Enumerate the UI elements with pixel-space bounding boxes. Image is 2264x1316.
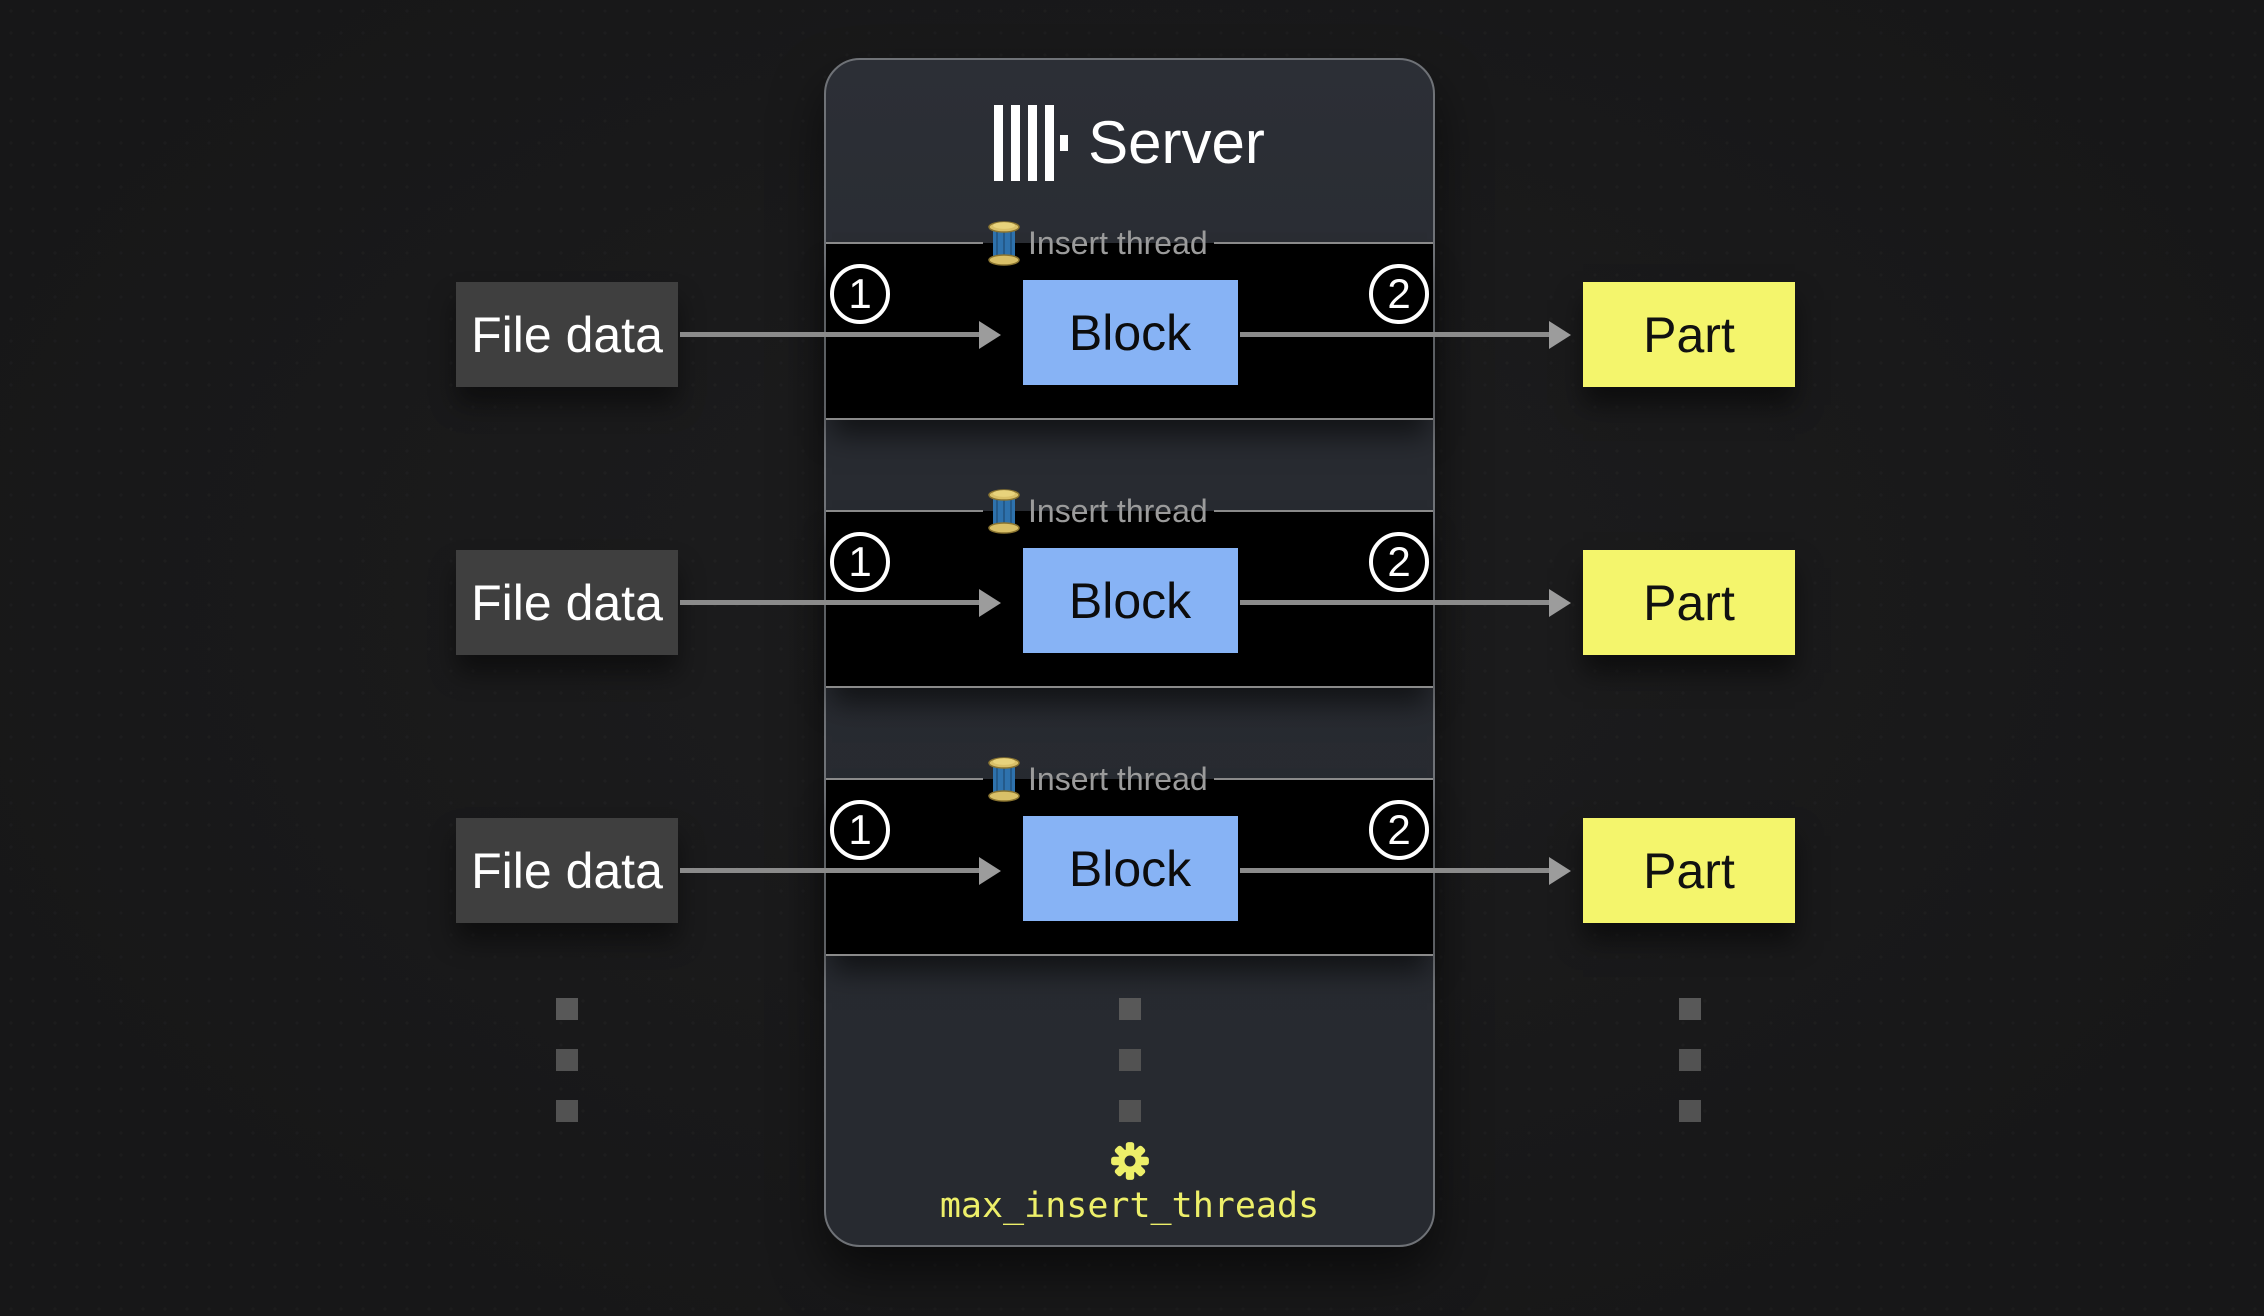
server-header: Server: [826, 104, 1433, 182]
file-data-box: File data: [456, 818, 678, 923]
block-box: Block: [1022, 280, 1238, 385]
insert-thread-legend: Insert thread: [826, 487, 1433, 535]
vertical-ellipsis: [556, 998, 578, 1122]
arrow-block-to-part: [1240, 868, 1550, 873]
vertical-ellipsis: [1118, 998, 1141, 1122]
file-data-box: File data: [456, 282, 678, 387]
arrow-file-to-block: [680, 332, 980, 337]
thread-spool-icon: [987, 220, 1021, 266]
step-2-badge: 2: [1369, 264, 1429, 324]
insert-thread-legend: Insert thread: [826, 755, 1433, 803]
insert-thread-legend: Insert thread: [826, 219, 1433, 267]
arrow-block-to-part: [1240, 332, 1550, 337]
arrow-block-to-part: [1240, 600, 1550, 605]
insert-thread-label: Insert thread: [1028, 224, 1208, 261]
thread-spool-icon: [987, 756, 1021, 802]
step-2-badge: 2: [1369, 800, 1429, 860]
insert-thread-section: Insert thread 1 Block 2: [826, 489, 1433, 688]
server-container: Server: [824, 58, 1435, 1247]
insert-thread-label: Insert thread: [1028, 492, 1208, 529]
setting-label: max_insert_threads: [939, 1186, 1320, 1226]
vertical-ellipsis: [1679, 998, 1701, 1122]
part-box: Part: [1583, 282, 1795, 387]
step-1-badge: 1: [830, 264, 890, 324]
step-1-badge: 1: [830, 532, 890, 592]
arrow-file-to-block: [680, 868, 980, 873]
thread-spool-icon: [987, 488, 1021, 534]
clickhouse-bars-logo-icon: [994, 105, 1069, 181]
part-box: Part: [1583, 818, 1795, 923]
block-box: Block: [1022, 816, 1238, 921]
server-title: Server: [1088, 109, 1265, 176]
step-1-badge: 1: [830, 800, 890, 860]
step-2-badge: 2: [1369, 532, 1429, 592]
gear-icon: [826, 1140, 1433, 1182]
block-box: Block: [1022, 548, 1238, 653]
arrow-file-to-block: [680, 600, 980, 605]
file-data-box: File data: [456, 550, 678, 655]
insert-thread-label: Insert thread: [1028, 760, 1208, 797]
part-box: Part: [1583, 550, 1795, 655]
